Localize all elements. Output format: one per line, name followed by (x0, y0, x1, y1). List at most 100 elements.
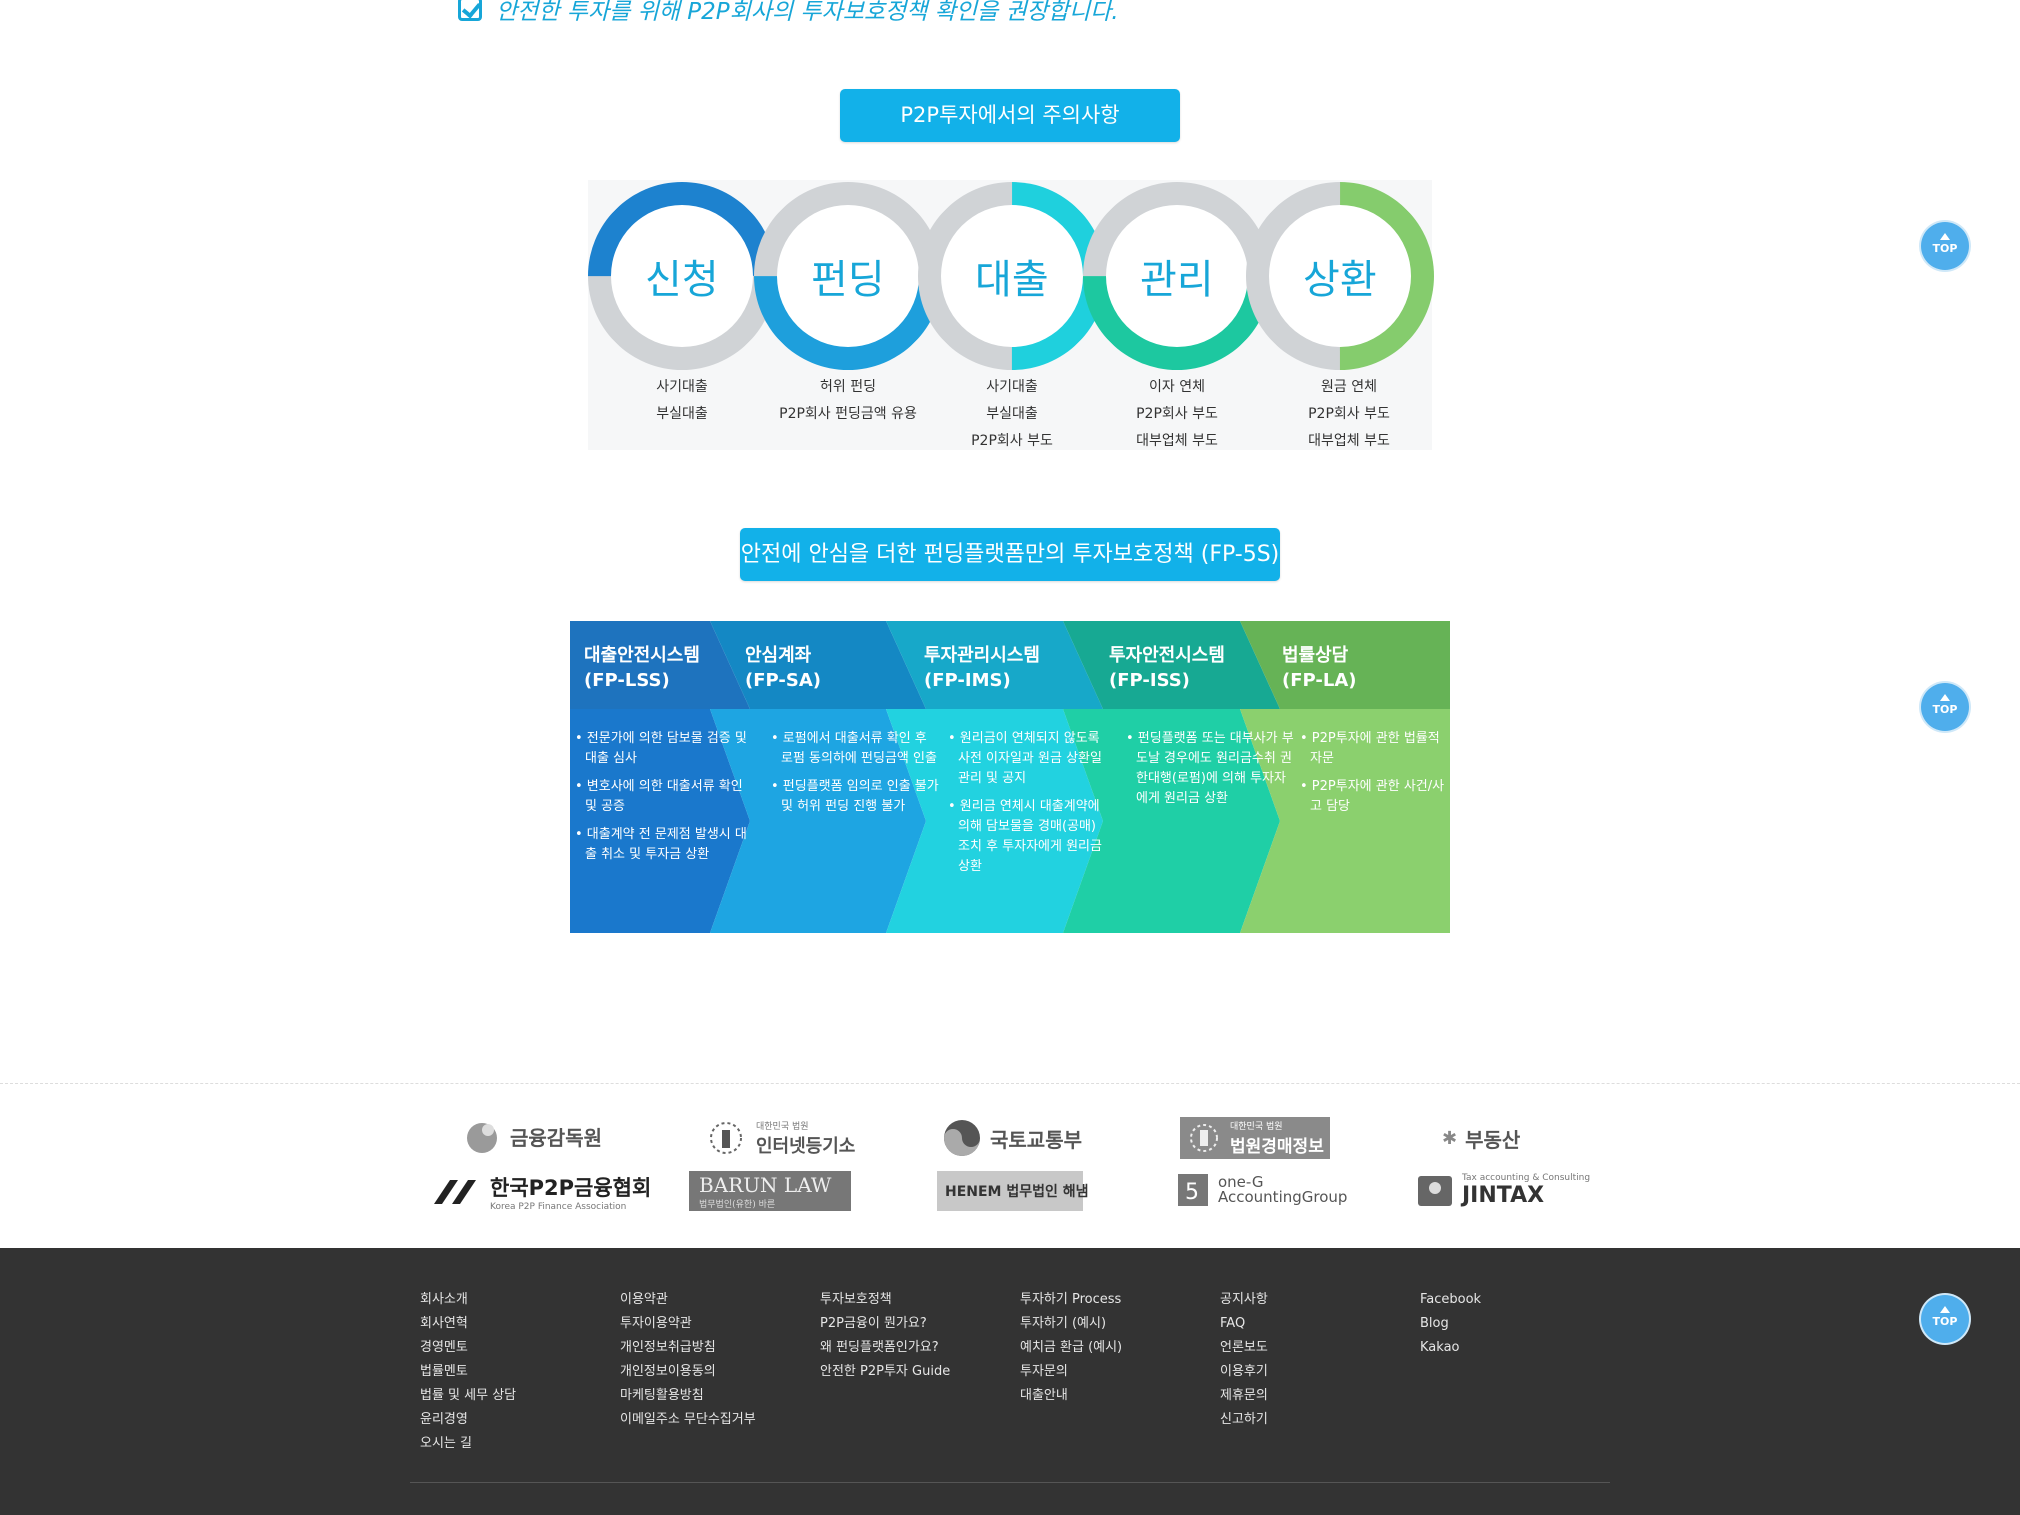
footer-link[interactable]: 회사연혁 (420, 1316, 468, 1331)
partner-oneg-logo[interactable]: 5 one-G AccountingGroup (1176, 1172, 1348, 1208)
partner-name: 금융감독원 (510, 1125, 602, 1150)
site-footer (0, 1248, 2020, 1515)
step-risks-apply: 사기대출 부실대출 (597, 374, 767, 428)
partner-name: BARUN LAW (699, 1172, 832, 1197)
footer-link[interactable]: 투자문의 (1020, 1364, 1068, 1379)
step-risks-manage: 이자 연체 P2P회사 부도 대부업체 부도 (1092, 374, 1262, 455)
footer-col-support: 공지사항 FAQ 언론보도 이용후기 제휴문의 신고하기 (1220, 1288, 1268, 1432)
partner-molit-logo[interactable]: 국토교통부 (942, 1118, 1082, 1158)
partner-sub: Tax accounting & Consulting (1462, 1172, 1591, 1183)
fp-col-body-lss: • 전문가에 의한 담보물 검증 및 대출 심사 • 변호사에 의한 대출서류 … (575, 729, 755, 873)
footer-link[interactable]: 법률 및 세무 상담 (420, 1388, 517, 1403)
footer-link[interactable]: 개인정보이용동의 (620, 1364, 716, 1379)
footer-link[interactable]: 경영멘토 (420, 1340, 468, 1355)
section-title-cautions: P2P투자에서의 주의사항 (840, 89, 1180, 142)
section-title-fp5s: 안전에 안심을 더한 펀딩플랫폼만의 투자보호정책 (FP-5S) (740, 528, 1280, 581)
footer-link[interactable]: 오시는 길 (420, 1436, 472, 1451)
footer-link[interactable]: Facebook (1420, 1292, 1482, 1307)
risk-item: P2P회사 부도 (1136, 406, 1218, 422)
footer-link[interactable]: Blog (1420, 1316, 1449, 1331)
fp-bullet: • P2P투자에 관한 법률적 자문 (1300, 731, 1440, 766)
fp5s-header-shapes (570, 621, 1450, 709)
footer-col-terms: 이용약관 투자이용약관 개인정보취급방침 개인정보이용동의 마케팅활용방침 이메… (620, 1288, 756, 1432)
fp5s-panel: 대출안전시스템(FP-LSS) 안심계좌(FP-SA) 투자관리시스템(FP-I… (570, 621, 1450, 933)
top-button-label: TOP (1932, 703, 1958, 716)
top-button[interactable]: TOP (1921, 1295, 1969, 1343)
footer-link[interactable]: 안전한 P2P투자 Guide (820, 1364, 951, 1379)
step-label: 대출 (975, 256, 1049, 303)
partner-realestate-logo[interactable]: ✱ 부동산 (1442, 1124, 1520, 1153)
risk-item: 부실대출 (656, 406, 708, 422)
footer-link[interactable]: Kakao (1420, 1340, 1460, 1355)
partner-name: 한국P2P금융협회 (490, 1176, 652, 1200)
partner-sub: Korea P2P Finance Association (490, 1202, 627, 1212)
footer-col-protection: 투자보호정책 P2P금융이 뭔가요? 왜 펀딩플랫폼인가요? 안전한 P2P투자… (820, 1288, 950, 1384)
arrow-up-icon (1940, 1306, 1950, 1313)
footer-link[interactable]: 이메일주소 무단수집거부 (620, 1412, 756, 1427)
partner-kp2pfa-logo[interactable]: 한국P2P금융협회 Korea P2P Finance Association (430, 1172, 651, 1212)
partner-fss-logo[interactable]: 금융감독원 (462, 1116, 602, 1156)
step-label: 펀딩 (811, 256, 885, 303)
footer-col-social: Facebook Blog Kakao (1420, 1288, 1481, 1360)
footer-link[interactable]: 대출안내 (1020, 1388, 1068, 1403)
footer-link[interactable]: 투자하기 (예시) (1020, 1316, 1107, 1331)
fp-col-body-iss: • 펀딩플랫폼 또는 대부사가 부도날 경우에도 원리금수취 권한대행(로펌)에… (1126, 729, 1296, 817)
risk-item: 원금 연체 (1321, 379, 1377, 395)
fp-title: 법률상담 (1282, 645, 1349, 666)
footer-link[interactable]: 마케팅활용방침 (620, 1388, 704, 1403)
footer-col-invest: 투자하기 Process 투자하기 (예시) 예치금 환급 (예시) 투자문의 … (1020, 1288, 1122, 1408)
risk-item: 이자 연체 (1149, 379, 1205, 395)
footer-link[interactable]: 예치금 환급 (예시) (1020, 1340, 1123, 1355)
partner-name: HENEM 법무법인 해냄 (945, 1184, 1089, 1200)
footer-link[interactable]: 윤리경영 (420, 1412, 468, 1427)
risk-item: 사기대출 (656, 379, 708, 395)
partner-name: one-G AccountingGroup (1218, 1173, 1348, 1206)
partner-henem-logo[interactable]: HENEM 법무법인 해냄 (937, 1171, 1089, 1211)
notice-text: 안전한 투자를 위해 P2P회사의 투자보호정책 확인을 권장합니다. (496, 0, 1119, 25)
footer-link[interactable]: 왜 펀딩플랫폼인가요? (820, 1340, 939, 1355)
top-button[interactable]: TOP (1921, 683, 1969, 731)
partner-name: 법원경매정보 (1230, 1137, 1324, 1157)
fp-code: (FP-SA) (745, 670, 821, 691)
partner-sub: 대한민국 법원 (1230, 1122, 1283, 1132)
svg-text:5: 5 (1185, 1180, 1199, 1205)
footer-link[interactable]: 투자하기 Process (1020, 1292, 1122, 1307)
footer-link[interactable]: 투자이용약관 (620, 1316, 692, 1331)
footer-link[interactable]: FAQ (1220, 1316, 1246, 1331)
footer-link[interactable]: P2P금융이 뭔가요? (820, 1316, 927, 1331)
top-button-label: TOP (1932, 1315, 1958, 1328)
footer-link[interactable]: 언론보도 (1220, 1340, 1268, 1355)
fss-emblem-icon (467, 1123, 497, 1153)
fp-col-title-iss: 투자안전시스템(FP-ISS) (1109, 643, 1225, 693)
taegeuk-icon (944, 1120, 980, 1156)
footer-link[interactable]: 회사소개 (420, 1292, 468, 1307)
step-label: 관리 (1140, 256, 1214, 303)
partner-name: 인터넷등기소 (756, 1135, 856, 1157)
oneg-emblem-icon: 5 (1178, 1174, 1208, 1206)
footer-link[interactable]: 이용약관 (620, 1292, 668, 1307)
fp-code: (FP-LA) (1282, 670, 1357, 691)
step-risks-loan: 사기대출 부실대출 P2P회사 부도 (927, 374, 1097, 455)
footer-link[interactable]: 투자보호정책 (820, 1292, 892, 1307)
fp-bullet: • 로펌에서 대출서류 확인 후 로펌 동의하에 펀딩금액 인출 (771, 731, 937, 766)
step-risks-funding: 허위 펀딩 P2P회사 펀딩금액 유용 (763, 374, 933, 428)
fp-bullet: • 원리금 연체시 대출계약에 의해 담보물을 경매(공매) 조치 후 투자자에… (948, 799, 1102, 874)
fp-bullet: • 대출계약 전 문제점 발생시 대출 취소 및 투자금 상환 (575, 827, 747, 862)
footer-link[interactable]: 제휴문의 (1220, 1388, 1268, 1403)
footer-link[interactable]: 공지사항 (1220, 1292, 1268, 1307)
fp-col-title-la: 법률상담 (FP-LA) (1282, 643, 1357, 693)
footer-link[interactable]: 개인정보취급방침 (620, 1340, 716, 1355)
fp-title: 투자안전시스템 (1109, 645, 1225, 666)
top-button[interactable]: TOP (1921, 222, 1969, 270)
footer-link[interactable]: 법률멘토 (420, 1364, 468, 1379)
step-risks-repay: 원금 연체 P2P회사 부도 대부업체 부도 (1264, 374, 1434, 455)
notice: 안전한 투자를 위해 P2P회사의 투자보호정책 확인을 권장합니다. (458, 0, 1119, 26)
fp-code: (FP-LSS) (584, 670, 670, 691)
footer-link[interactable]: 이용후기 (1220, 1364, 1268, 1379)
footer-link[interactable]: 신고하기 (1220, 1412, 1268, 1427)
fp-title: 투자관리시스템 (924, 645, 1040, 666)
